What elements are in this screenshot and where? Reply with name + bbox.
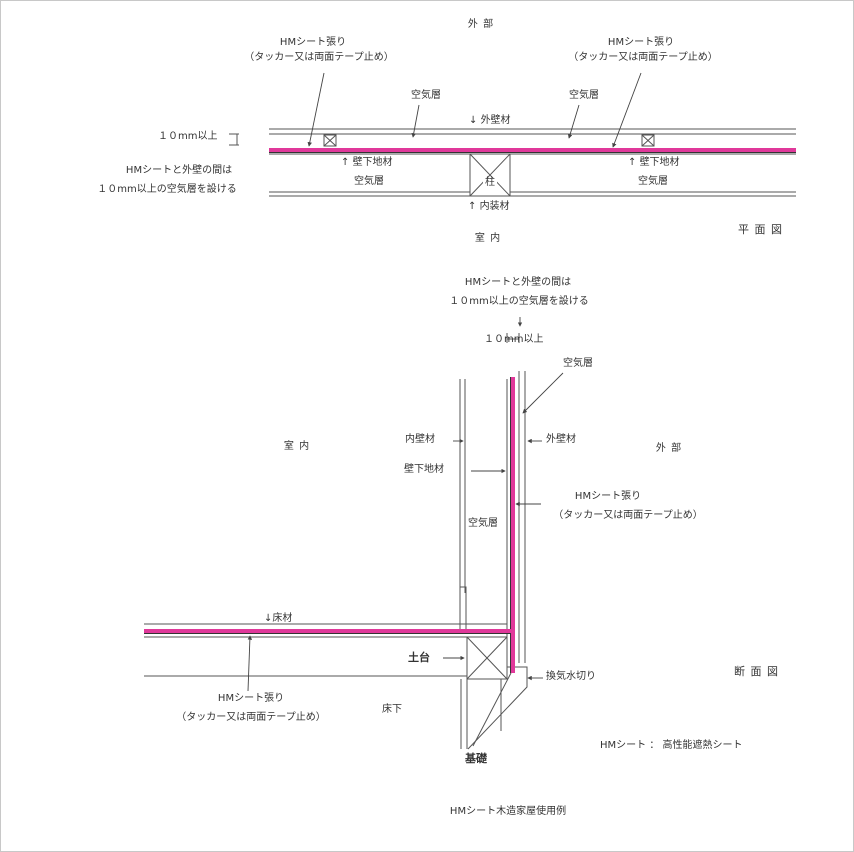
plan-base-right-text: 壁下地材 (639, 157, 680, 168)
section-view (144, 333, 528, 750)
plan-interior-wall-text: 内装材 (479, 201, 510, 212)
section-exterior-label: 外 部 (655, 443, 683, 454)
legend-text: HMシート ： 高性能遮熱シート (600, 740, 743, 751)
section-hm-note: （タッカー又は両面テープ止め） (553, 510, 703, 521)
plan-air-right-label: 空気層 (569, 90, 599, 101)
plan-batten-right (641, 134, 655, 147)
section-flashing-slope (472, 672, 512, 747)
plan-leader-hm-left (307, 72, 325, 147)
plan-batten-left (323, 134, 337, 147)
plan-air-low-left-label: 空気層 (354, 176, 384, 187)
plan-base-right-label: ↑ 壁下地材 (628, 157, 680, 168)
section-floor-label: ↓床材 (264, 613, 293, 624)
plan-base-left-text: 壁下地材 (352, 157, 393, 168)
section-inner-wall-label: 内壁材 (405, 434, 435, 445)
section-note-line-1: HMシートと外壁の間は (464, 277, 572, 288)
plan-hm-left-label: HMシート張り (279, 37, 347, 48)
plan-leader-air-right (567, 104, 580, 139)
plan-exterior-label: 外 部 (467, 19, 495, 30)
section-floor-text: 床材 (272, 613, 293, 624)
section-hm-floor-label: HMシート張り (217, 693, 285, 704)
plan-pillar (469, 153, 511, 197)
section-outer-wall-label: 外壁材 (546, 434, 576, 445)
plan-pillar-label: 柱 (483, 177, 497, 188)
section-leader-air-top (522, 372, 564, 414)
plan-air-left-label: 空気層 (411, 90, 441, 101)
section-hm-floor-note: （タッカー又は両面テープ止め） (176, 712, 326, 723)
plan-note-line-1: HMシートと外壁の間は (125, 165, 233, 176)
plan-hm-right-label: HMシート張り (607, 37, 675, 48)
plan-exterior-wall-label: ↓ 外壁材 (469, 115, 511, 126)
section-wall-base-label: 壁下地材 (404, 464, 444, 475)
plan-interior-wall-label: ↑ 内装材 (468, 201, 510, 212)
section-view-name: 断 面 図 (734, 665, 779, 678)
plan-leader-air-left (411, 104, 420, 138)
plan-hm-right-note: （タッカー又は両面テープ止め） (568, 52, 718, 63)
figure-caption: HMシート木造家屋使用例 (449, 806, 567, 817)
plan-note-line-2: １０mm以上の空気層を設ける (97, 184, 237, 195)
section-air-mid-label: 空気層 (468, 518, 498, 529)
section-foundation-label: 基礎 (465, 752, 487, 765)
plan-leader-hm-right (612, 72, 642, 148)
section-interior-label: 室 内 (283, 441, 311, 452)
section-leader-hm-floor (247, 635, 253, 692)
plan-air-low-right-label: 空気層 (638, 176, 668, 187)
section-note-line-2: １０mm以上の空気層を設ける (449, 296, 589, 307)
section-hm-label: HMシート張り (574, 491, 642, 502)
section-air-top-label: 空気層 (563, 358, 593, 369)
plan-interior-label: 室 内 (474, 233, 502, 244)
section-flashing (467, 666, 528, 750)
section-sill (466, 636, 508, 680)
plan-view (229, 128, 796, 197)
section-flashing-label: 換気水切り (546, 671, 596, 682)
plan-gap-dim-label: １０mm以上 (158, 131, 218, 142)
section-gap-dim-label: １０mm以上 (484, 334, 544, 345)
section-sill-label: 土台 (408, 651, 430, 664)
plan-exterior-wall-text: 外壁材 (480, 115, 511, 126)
plan-view-name: 平 面 図 (738, 223, 783, 236)
plan-base-left-label: ↑ 壁下地材 (341, 157, 393, 168)
plan-hm-left-note: （タッカー又は両面テープ止め） (244, 52, 394, 63)
section-underfloor-label: 床下 (382, 704, 402, 715)
